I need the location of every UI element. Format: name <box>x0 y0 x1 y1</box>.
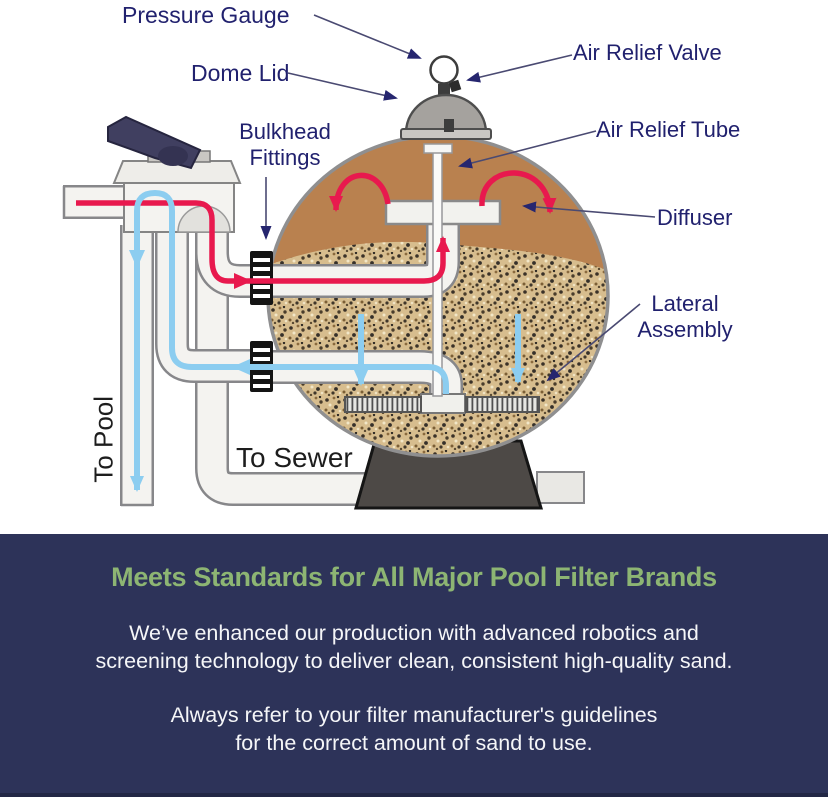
leader-diffuser <box>522 201 656 218</box>
leader-dome-lid <box>287 72 398 101</box>
outflow-blue-arrows <box>129 189 525 492</box>
dome-lid-shape <box>400 55 492 140</box>
label-dome-lid: Dome Lid <box>191 60 290 86</box>
pressure-gauge-shape <box>429 55 459 85</box>
leader-pressure-gauge <box>313 14 422 59</box>
label-air-relief-tube: Air Relief Tube <box>596 117 741 142</box>
label-to-sewer: To Sewer <box>236 442 353 473</box>
lateral-right <box>465 396 540 413</box>
inflow-red-arrows <box>76 170 557 289</box>
lateral-left <box>344 396 422 413</box>
label-diffuser: Diffuser <box>657 205 733 230</box>
to-sewer-pipe <box>195 240 585 506</box>
label-to-pool: To Pool <box>88 395 119 483</box>
banner-paragraph-1: We’ve enhanced our production with advan… <box>95 621 733 673</box>
label-bulkhead-fittings: Bulkhead Fittings <box>239 119 331 170</box>
leader-air-relief-tube <box>458 130 597 169</box>
label-air-relief-valve: Air Relief Valve <box>573 40 722 65</box>
diffuser-bar <box>384 199 502 226</box>
info-banner: Meets Standards for All Major Pool Filte… <box>0 534 828 797</box>
banner-paragraph-2: Always refer to your filter manufacturer… <box>170 703 658 755</box>
leader-arrows <box>260 14 656 382</box>
banner-heading: Meets Standards for All Major Pool Filte… <box>111 562 717 592</box>
leader-air-relief-valve <box>466 54 573 83</box>
label-lateral-assembly: Lateral Assembly <box>637 291 733 342</box>
leader-lateral <box>546 303 641 382</box>
filter-diagram-art <box>62 14 656 510</box>
lateral-hub <box>420 393 466 414</box>
label-pressure-gauge: Pressure Gauge <box>122 2 290 28</box>
